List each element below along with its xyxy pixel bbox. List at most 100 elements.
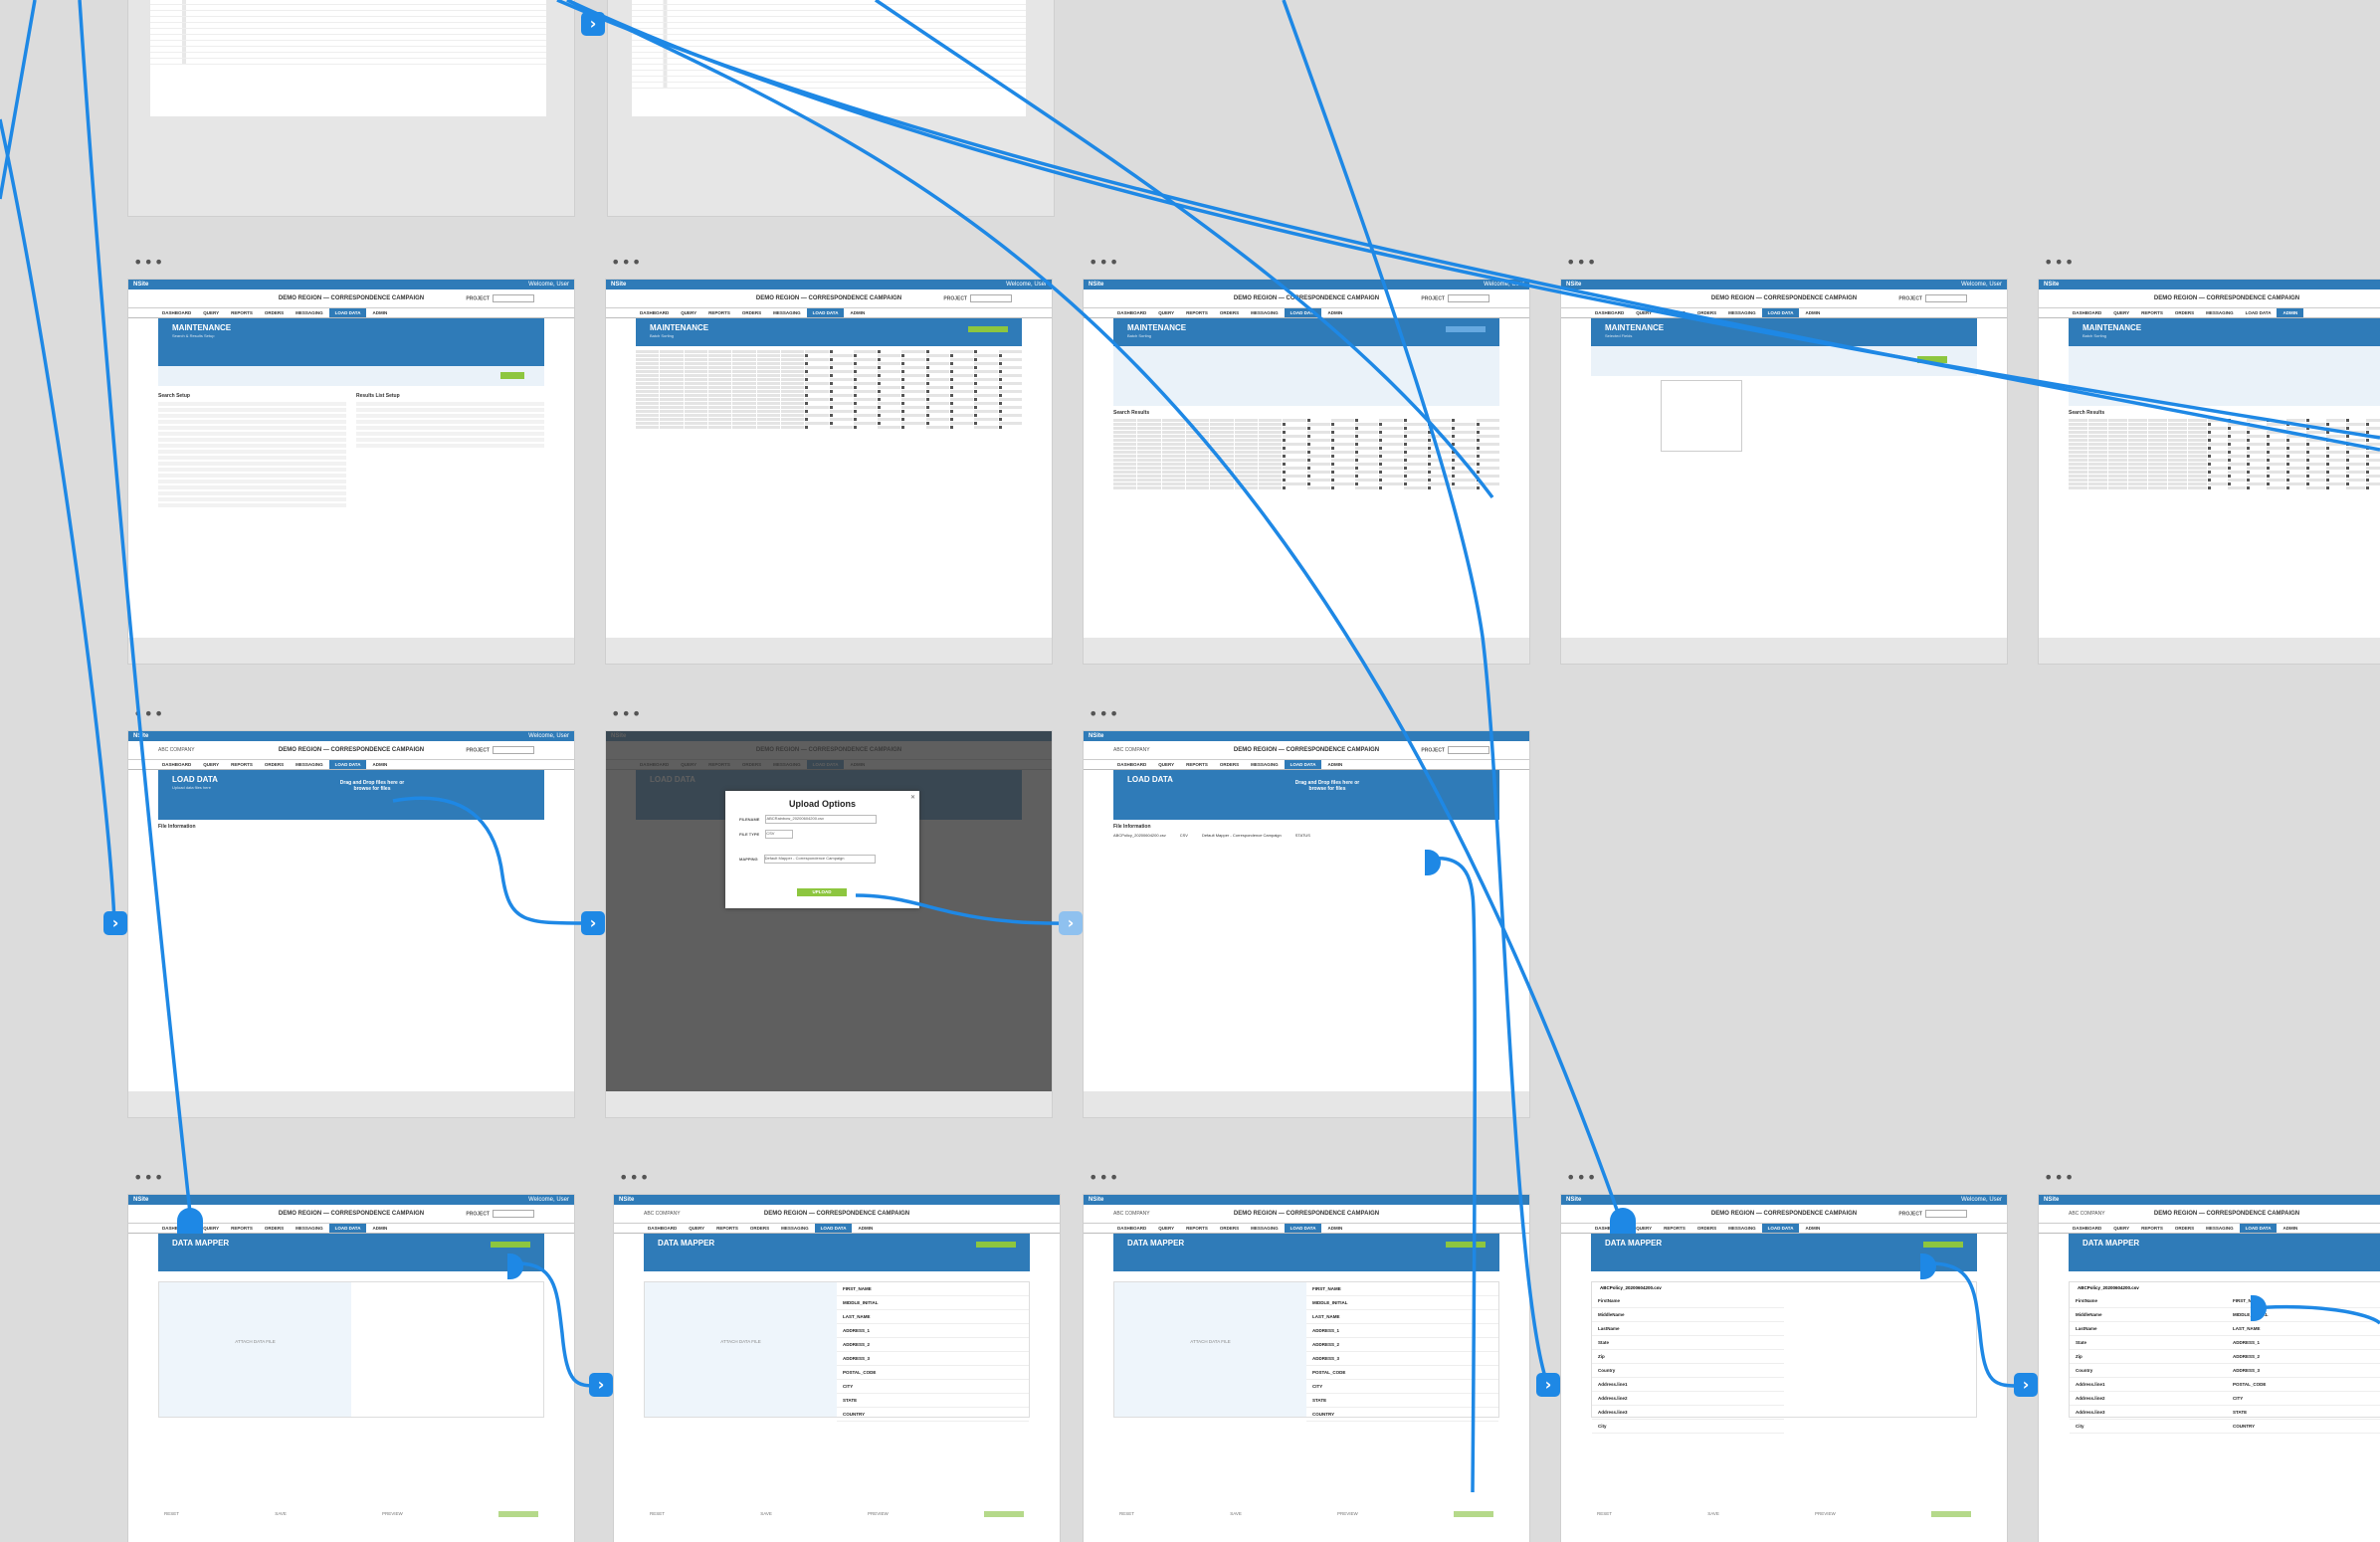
source-field[interactable]: Zip	[2070, 1350, 2227, 1364]
ellipsis-icon[interactable]: •••	[133, 704, 165, 723]
ellipsis-icon[interactable]: •••	[2044, 253, 2076, 272]
target-field[interactable]: LAST_NAME	[2227, 1322, 2380, 1336]
menu-messaging[interactable]: MESSAGING	[1728, 310, 1756, 315]
chevron-right-icon[interactable]: ›	[1059, 911, 1083, 935]
upload-button[interactable]: UPLOAD	[797, 888, 847, 896]
menu-dashboard[interactable]: DASHBOARD	[1117, 762, 1147, 767]
reset-link[interactable]: RESET	[1119, 1511, 1135, 1516]
target-field[interactable]: STATE	[1306, 1394, 1498, 1408]
target-field[interactable]: LAST_NAME	[837, 1310, 1029, 1324]
drop-zone[interactable]: Drag and Drop files here or browse for f…	[339, 780, 405, 792]
menu-messaging[interactable]: MESSAGING	[1251, 310, 1279, 315]
ellipsis-icon[interactable]: •••	[133, 253, 165, 272]
menu-orders[interactable]: ORDERS	[1696, 310, 1717, 315]
reset-link[interactable]: RESET	[1597, 1511, 1613, 1516]
menu-query[interactable]: QUERY	[1636, 1226, 1653, 1231]
target-field[interactable]: MIDDLE_INITIAL	[1306, 1296, 1498, 1310]
source-field[interactable]: Address.line1	[1592, 1378, 1784, 1392]
menu-load-data[interactable]: LOAD DATA	[1761, 308, 1800, 317]
source-field[interactable]: Address.line3	[2070, 1406, 2227, 1420]
source-field[interactable]: LastName	[1592, 1322, 1784, 1336]
menu-reports[interactable]: REPORTS	[1186, 762, 1208, 767]
menu-admin[interactable]: ADMIN	[372, 310, 388, 315]
menu-orders[interactable]: ORDERS	[1219, 310, 1240, 315]
save-button[interactable]	[1446, 326, 1486, 332]
chevron-right-icon[interactable]: ›	[589, 1373, 613, 1397]
menu-reports[interactable]: REPORTS	[231, 1226, 253, 1231]
frame-results-top-left[interactable]	[127, 0, 575, 217]
menu-query[interactable]: QUERY	[1158, 762, 1175, 767]
menu-reports[interactable]: REPORTS	[716, 1226, 738, 1231]
source-field[interactable]: City	[1592, 1420, 1784, 1434]
menu-messaging[interactable]: MESSAGING	[296, 1226, 323, 1231]
menu-load-data[interactable]: LOAD DATA	[814, 1224, 853, 1233]
menu-reports[interactable]: REPORTS	[2141, 1226, 2163, 1231]
source-field[interactable]: Country	[1592, 1364, 1784, 1378]
menu-messaging[interactable]: MESSAGING	[296, 762, 323, 767]
menu-reports[interactable]: REPORTS	[1186, 310, 1208, 315]
menu-reports[interactable]: REPORTS	[1186, 1226, 1208, 1231]
target-field[interactable]: POSTAL_CODE	[1306, 1366, 1498, 1380]
menu-query[interactable]: QUERY	[203, 1226, 220, 1231]
menu-admin[interactable]: ADMIN	[850, 310, 866, 315]
menu-load-data[interactable]: LOAD DATA	[2245, 310, 2272, 315]
finish-button[interactable]	[1930, 1511, 1971, 1517]
menu-orders[interactable]: ORDERS	[749, 1226, 770, 1231]
ellipsis-icon[interactable]: •••	[611, 704, 643, 723]
menu-query[interactable]: QUERY	[1158, 310, 1175, 315]
source-field[interactable]: MiddleName	[2070, 1308, 2227, 1322]
hotspot-marker[interactable]	[2251, 1295, 2267, 1321]
target-field[interactable]: POSTAL_CODE	[837, 1366, 1029, 1380]
menu-query[interactable]: QUERY	[203, 310, 220, 315]
menu-dashboard[interactable]: DASHBOARD	[1117, 1226, 1147, 1231]
menu-messaging[interactable]: MESSAGING	[773, 310, 801, 315]
menu-query[interactable]: QUERY	[203, 762, 220, 767]
source-field[interactable]: FirstName	[2070, 1294, 2227, 1308]
menu-messaging[interactable]: MESSAGING	[1728, 1226, 1756, 1231]
save-link[interactable]: SAVE	[1707, 1511, 1719, 1516]
hotspot-marker[interactable]	[177, 1208, 203, 1234]
ellipsis-icon[interactable]: •••	[133, 1168, 165, 1187]
hotspot-marker[interactable]	[1610, 1208, 1636, 1234]
menu-admin[interactable]: ADMIN	[2277, 308, 2304, 317]
frame-upload-options[interactable]: NSite DEMO REGION — CORRESPONDENCE CAMPA…	[605, 730, 1053, 1118]
menu-messaging[interactable]: MESSAGING	[296, 310, 323, 315]
hotspot-marker[interactable]	[507, 1253, 523, 1279]
menu-messaging[interactable]: MESSAGING	[781, 1226, 809, 1231]
preview-link[interactable]: PREVIEW	[1815, 1511, 1836, 1516]
menu-orders[interactable]: ORDERS	[2174, 310, 2195, 315]
target-field[interactable]: ADDRESS_2	[837, 1338, 1029, 1352]
save-link[interactable]: SAVE	[760, 1511, 772, 1516]
menu-orders[interactable]: ORDERS	[1219, 1226, 1240, 1231]
drop-zone[interactable]: Drag and Drop files here or browse for f…	[1294, 780, 1360, 792]
frame-results-top-right[interactable]	[607, 0, 1055, 217]
target-field[interactable]: ADDRESS_1	[1306, 1324, 1498, 1338]
menu-admin[interactable]: ADMIN	[1327, 1226, 1343, 1231]
target-field[interactable]: CITY	[2227, 1392, 2380, 1406]
chevron-right-icon[interactable]: ›	[581, 911, 605, 935]
menu-reports[interactable]: REPORTS	[2141, 310, 2163, 315]
menu-dashboard[interactable]: DASHBOARD	[156, 1224, 197, 1233]
menu-dashboard[interactable]: DASHBOARD	[648, 1226, 678, 1231]
finish-button[interactable]	[497, 1511, 538, 1517]
load-mapping-button[interactable]	[1446, 1242, 1486, 1248]
menu-messaging[interactable]: MESSAGING	[1251, 762, 1279, 767]
source-field[interactable]: State	[1592, 1336, 1784, 1350]
menu-dashboard[interactable]: DASHBOARD	[1589, 1224, 1630, 1233]
menu-admin[interactable]: ADMIN	[372, 762, 388, 767]
source-field[interactable]: MiddleName	[1592, 1308, 1784, 1322]
menu-admin[interactable]: ADMIN	[858, 1226, 874, 1231]
frame-maintenance-results-right[interactable]: NSite DEMO REGION — CORRESPONDENCE CAMPA…	[2038, 279, 2380, 665]
add-button[interactable]	[500, 372, 524, 379]
menu-reports[interactable]: REPORTS	[231, 310, 253, 315]
menu-load-data[interactable]: LOAD DATA	[328, 1224, 367, 1233]
source-field[interactable]: LastName	[2070, 1322, 2227, 1336]
source-field[interactable]: Zip	[1592, 1350, 1784, 1364]
menu-query[interactable]: QUERY	[689, 1226, 705, 1231]
target-field[interactable]: COUNTRY	[1306, 1408, 1498, 1422]
